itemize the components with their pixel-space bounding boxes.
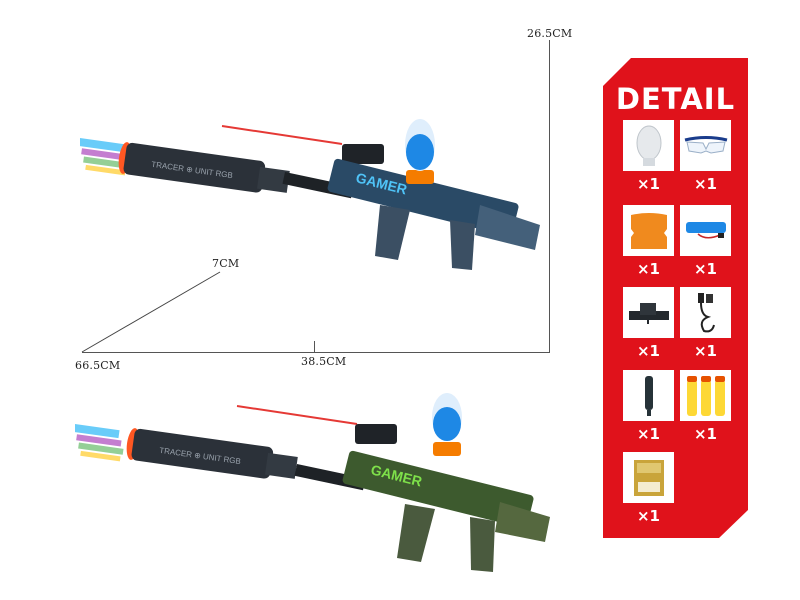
detail-item: ×1 [680,120,731,193]
goggles-icon [680,120,731,171]
gel-bottle-icon [623,120,674,171]
ammo-hopper-icon [432,393,462,456]
darts-icon [680,370,731,421]
rod-icon [623,370,674,421]
dimension-line-height [549,40,550,352]
silencer-icon: TRACER ⊕ UNIT RGB [123,142,290,193]
dimension-line-length [82,352,550,353]
detail-panel: DETAIL ×1 ×1 ×1 ×1 ×1 ×1 [603,58,748,538]
item-quantity: ×1 [693,260,717,278]
dimension-tick-body [314,341,315,352]
usb-cable-icon [680,287,731,338]
detail-item: ×1 [623,205,674,278]
detail-item: ×1 [680,287,731,360]
laser-beam-icon [236,405,358,425]
laser-beam-icon [221,125,343,145]
hopper-icon [623,205,674,256]
item-quantity: ×1 [636,425,660,443]
detail-item: ×1 [680,370,731,443]
gun-body-icon: GAMER [282,144,540,270]
product-image-green-gel-blaster: TRACER ⊕ UNIT RGB GAMER [75,393,550,572]
detail-item: ×1 [680,205,731,278]
detail-item: ×1 [623,120,674,193]
item-quantity: ×1 [693,175,717,193]
product-image-blue-gel-blaster: TRACER ⊕ UNIT RGB GAMER [80,119,540,270]
detail-panel-title: DETAIL [615,82,736,116]
item-quantity: ×1 [636,342,660,360]
gun-body-icon: GAMER [294,424,550,572]
detail-item: ×1 [623,287,674,360]
battery-icon [680,205,731,256]
item-quantity: ×1 [693,425,717,443]
item-quantity: ×1 [693,342,717,360]
dimension-line-depth [81,271,221,353]
dimension-height-label: 26.5CM [527,27,573,40]
detail-item: ×1 [623,370,674,443]
dimension-length-body-label: 38.5CM [301,355,347,368]
item-quantity: ×1 [636,507,660,525]
gel-pack-icon [623,452,674,503]
rgb-tracer-glow-icon [75,423,140,462]
item-quantity: ×1 [636,175,660,193]
ammo-hopper-icon [405,119,435,184]
laser-sight-icon [623,287,674,338]
item-quantity: ×1 [636,260,660,278]
dimension-length-total-label: 66.5CM [75,359,121,372]
silencer-icon: TRACER ⊕ UNIT RGB [131,428,298,479]
dimension-depth-label: 7CM [212,257,240,270]
detail-item: ×1 [623,452,674,525]
